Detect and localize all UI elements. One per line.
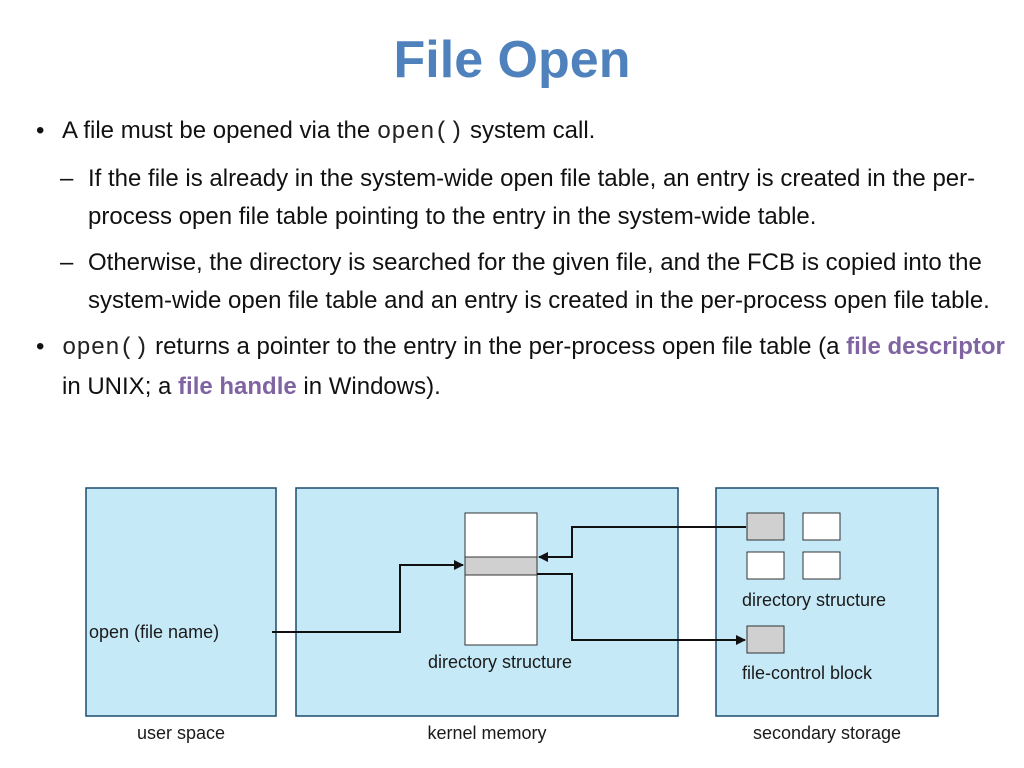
storage-directory-label: directory structure: [742, 590, 886, 610]
fcb-copy-arrow: [537, 573, 746, 645]
kernel-directory-label: directory structure: [428, 652, 572, 672]
bullet-glyph: •: [36, 333, 45, 360]
bullet-glyph: •: [36, 117, 45, 144]
bullet-2-code: open(): [62, 335, 149, 362]
kernel-directory-entry: [464, 556, 538, 576]
storage-directory-cell: [746, 512, 785, 541]
user-space-panel: [85, 487, 277, 717]
bullet-1-code: open(): [376, 119, 464, 146]
bullet-1-pre: A file must be opened via the: [62, 117, 371, 144]
directory-lookup-arrow: [538, 526, 746, 562]
slide-body: • A file must be opened via the open() s…: [30, 112, 1010, 406]
dash-glyph: –: [60, 165, 74, 192]
bullet-2-text-1: returns a pointer to the entry in the pe…: [155, 333, 840, 360]
fcb-cell: [746, 625, 785, 654]
storage-directory-cell: [802, 551, 841, 580]
dash-glyph: –: [60, 249, 74, 276]
fcb-label: file-control block: [742, 663, 873, 683]
bullet-1: • A file must be opened via the open() s…: [30, 112, 1010, 152]
storage-directory-cell: [802, 512, 841, 541]
bullet-2-text-3: in Windows).: [303, 373, 441, 400]
open-call-arrow: [272, 560, 464, 633]
sub-bullet-1: – If the file is already in the system-w…: [30, 160, 1010, 236]
open-call-label: open (file name): [89, 622, 219, 642]
slide-title: File Open: [393, 31, 631, 89]
storage-directory-cell: [746, 551, 785, 580]
term-file-descriptor: file descriptor: [846, 333, 1005, 360]
kernel-memory-caption: kernel memory: [427, 723, 546, 743]
user-space-caption: user space: [137, 723, 225, 743]
kernel-directory-table: [464, 512, 538, 646]
sub-bullet-2-text: Otherwise, the directory is searched for…: [88, 249, 990, 314]
term-file-handle: file handle: [178, 373, 297, 400]
secondary-storage-caption: secondary storage: [753, 723, 901, 743]
bullet-1-post: system call.: [469, 117, 596, 144]
sub-bullet-2: – Otherwise, the directory is searched f…: [30, 244, 1010, 320]
bullet-2-text-2: in UNIX; a: [62, 373, 172, 400]
bullet-2: • open() returns a pointer to the entry …: [30, 328, 1010, 406]
sub-bullet-1-text: If the file is already in the system-wid…: [88, 165, 976, 230]
